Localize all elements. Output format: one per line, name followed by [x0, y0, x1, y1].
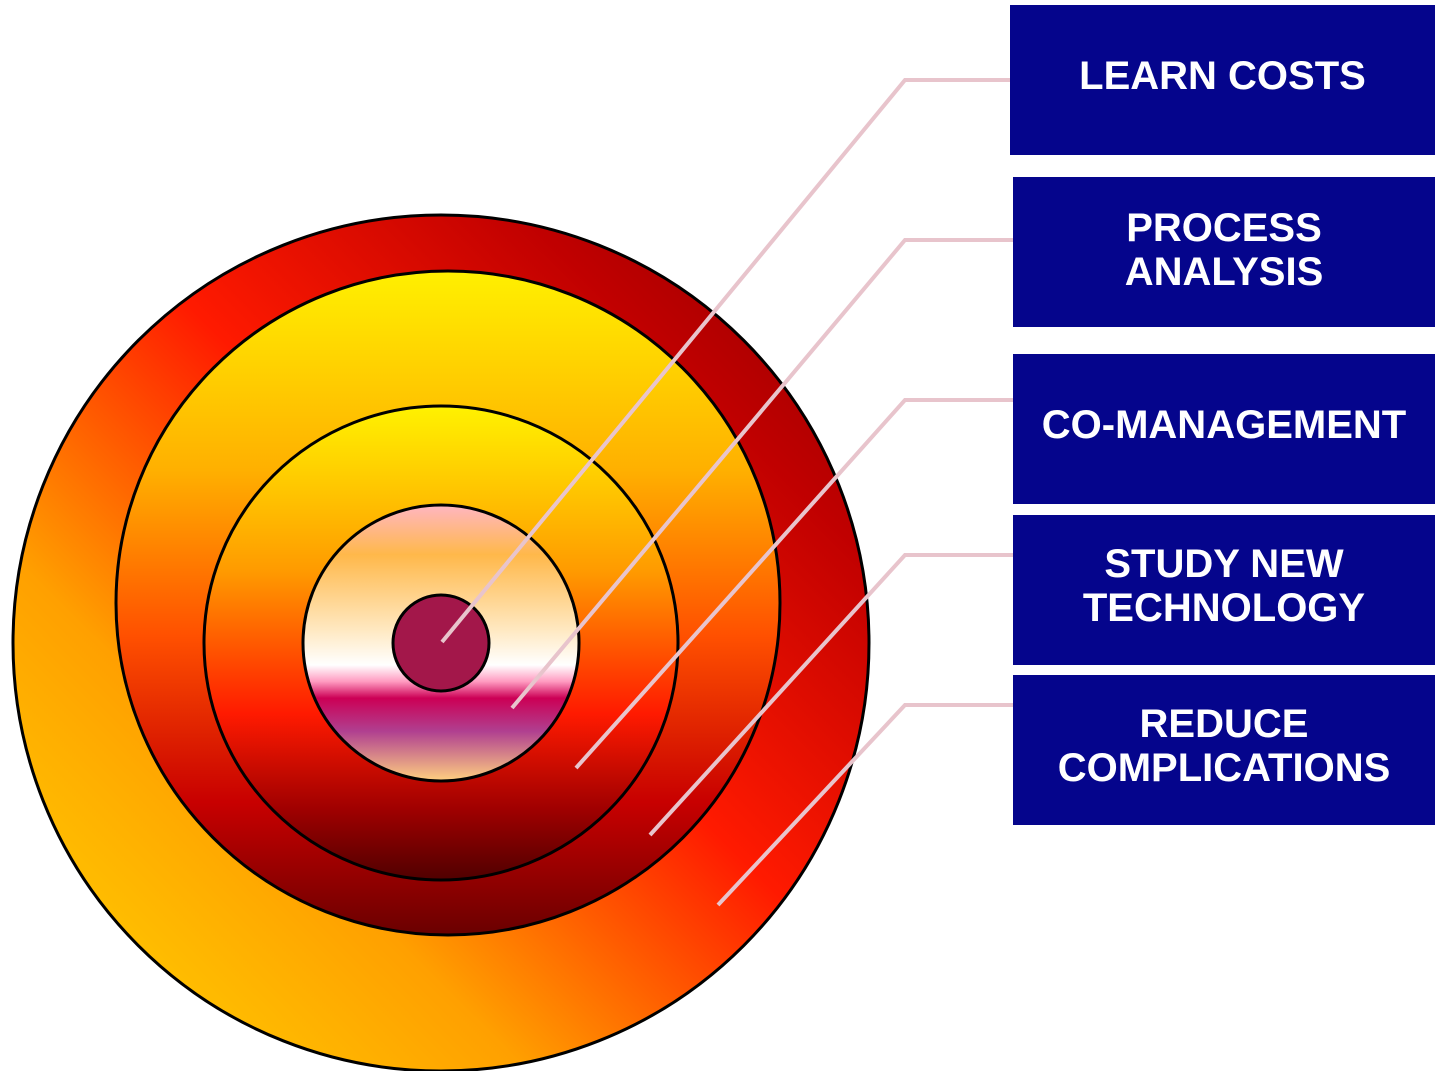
label-text: LEARN COSTS: [1079, 54, 1366, 98]
label-text: STUDY NEW TECHNOLOGY: [1082, 542, 1366, 630]
leader-line-study-new-technology: [648, 553, 1013, 837]
label-text: PROCESS ANALYSIS: [1124, 206, 1324, 294]
label-text: REDUCE COMPLICATIONS: [1057, 702, 1391, 790]
label-study-new-technology: STUDY NEW TECHNOLOGY: [1013, 515, 1435, 665]
leader-line-co-management: [574, 398, 1013, 770]
leader-line-learn-costs: [440, 78, 1010, 644]
leader-line-reduce-complications: [716, 703, 1013, 907]
label-process-analysis: PROCESS ANALYSIS: [1013, 177, 1435, 327]
label-learn-costs: LEARN COSTS: [1010, 5, 1435, 155]
leader-line-process-analysis: [510, 238, 1013, 710]
label-reduce-complications: REDUCE COMPLICATIONS: [1013, 675, 1435, 825]
label-text: CO-MANAGEMENT: [1041, 403, 1407, 447]
bullseye-center: [391, 593, 491, 693]
label-co-management: CO-MANAGEMENT: [1013, 354, 1435, 504]
